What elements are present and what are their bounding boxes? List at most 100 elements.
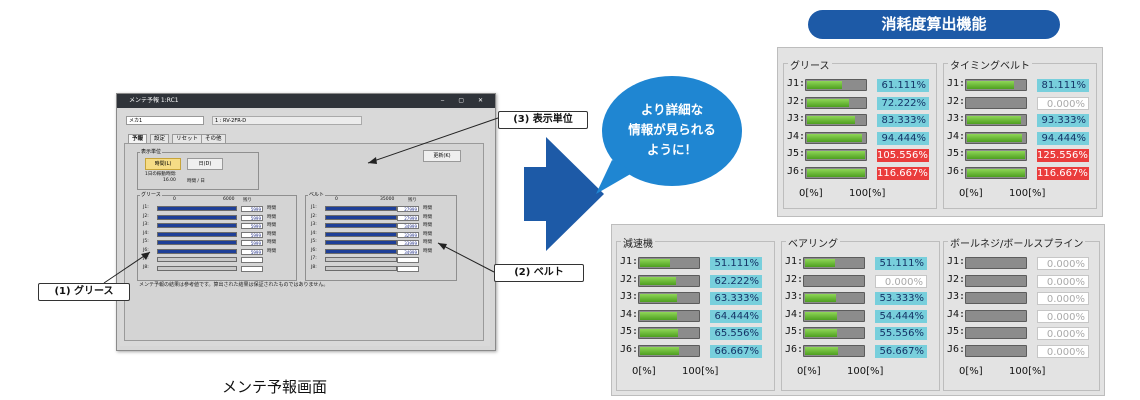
hour-unit: 時間	[267, 231, 276, 237]
joint-label: J2:	[620, 273, 639, 285]
hour-unit: 時間	[267, 248, 276, 254]
robot-name-field: 1 : RV-2FR-D	[212, 116, 362, 125]
panel-title: グリース	[788, 57, 832, 72]
axis-end-label: 100[%]	[1009, 366, 1046, 377]
grease-group-label: グリース	[140, 191, 162, 198]
remaining-value: 32999	[397, 231, 419, 238]
consumption-bar	[638, 344, 700, 357]
consumption-value: 83.333%	[877, 114, 929, 127]
belt-scale-min: 0	[335, 197, 338, 202]
hour-unit: 時間	[423, 231, 432, 237]
screen-caption: メンテ予報画面	[222, 378, 328, 396]
axis-start-label: 0[%]	[632, 366, 656, 377]
joint-label: J2:	[947, 95, 966, 107]
daily-hours-value[interactable]: 16.00	[163, 178, 176, 183]
consumption-value: 51.111%	[875, 257, 927, 270]
consumption-bar-fill	[640, 276, 677, 285]
remaining-value: 5999	[241, 206, 263, 212]
consumption-bar	[965, 344, 1027, 357]
consumption-bar	[805, 149, 867, 161]
tab-other[interactable]: その他	[201, 134, 226, 144]
joint-label: J4:	[620, 308, 639, 320]
joint-label: J4:	[947, 308, 966, 320]
consumption-value: 0.000%	[1037, 274, 1089, 288]
unit-hours-button[interactable]: 時間(L)	[145, 158, 181, 170]
remaining-bar	[325, 265, 397, 271]
consumption-bar	[638, 327, 700, 339]
joint-label: J3:	[785, 291, 804, 302]
remaining-value: 27999	[397, 214, 419, 221]
consumption-bar	[965, 149, 1027, 161]
belt-scale-max: 35000	[380, 197, 395, 202]
consumption-bar	[965, 114, 1027, 126]
speech-bubble-text: より詳細な 情報が見られる ように！	[601, 100, 743, 160]
joint-label: J6:	[785, 343, 804, 355]
unit-days-button[interactable]: 日(D)	[187, 158, 223, 170]
remaining-value	[241, 265, 263, 272]
row-joint-label: J8:	[311, 264, 317, 270]
remaining-value: 27999	[397, 206, 419, 212]
belt-remaining-label: 残り	[408, 198, 417, 203]
consumption-bar	[803, 274, 865, 287]
consumption-bar	[965, 309, 1027, 322]
row-joint-label: J3:	[143, 222, 149, 227]
panel-frame	[781, 241, 940, 391]
disclaimer-note: メンテ予報の結果は参考値です。算出された結果は保証されたものではありません。	[139, 282, 329, 288]
tab-settings[interactable]: 設定	[150, 134, 170, 144]
daily-hours-unit: 時間 / 日	[187, 179, 205, 184]
robot-select[interactable]: メカ1	[126, 116, 204, 125]
remaining-value	[397, 257, 419, 263]
row-joint-label: J6:	[311, 247, 317, 253]
forecast-tab-panel: 表示単位 時間(L) 日(D) 1日の稼動時間: 16.00 時間 / 日 更新…	[124, 143, 484, 341]
consumption-bar-fill	[807, 151, 865, 159]
row-joint-label: J5:	[311, 239, 317, 244]
consumption-bar	[805, 96, 867, 109]
row-joint-label: J5:	[143, 239, 149, 244]
feature-banner: 消耗度算出機能	[808, 10, 1060, 39]
consumption-bar-fill	[807, 81, 843, 89]
joint-label: J3:	[947, 113, 966, 124]
consumption-bar-fill	[640, 329, 679, 337]
joint-label: J3:	[947, 291, 966, 302]
remaining-bar	[157, 223, 237, 228]
tab-forecast[interactable]: 予報	[128, 134, 148, 144]
joint-label: J5:	[785, 326, 804, 337]
consumption-bar-fill	[805, 259, 835, 267]
remaining-bar	[157, 248, 237, 254]
consumption-bar-fill	[807, 133, 862, 142]
update-button[interactable]: 更新(K)	[423, 150, 461, 162]
remaining-bar	[325, 257, 397, 262]
consumption-value: 0.000%	[1037, 344, 1089, 358]
consumption-bar-fill	[967, 168, 1025, 177]
consumption-bar-fill	[967, 133, 1022, 142]
consumption-value: 65.556%	[710, 327, 762, 340]
joint-label: J5:	[620, 326, 639, 337]
window-controls[interactable]: ‒ ▢ ✕	[440, 97, 489, 104]
consumption-bar	[965, 327, 1027, 339]
callout-belt: (2) ベルト	[494, 264, 584, 282]
joint-label: J2:	[787, 95, 806, 107]
consumption-value: 0.000%	[1037, 292, 1089, 305]
remaining-value	[241, 257, 263, 263]
panel-frame	[616, 241, 775, 391]
panel-title: ボールネジ/ボールスプライン	[948, 235, 1086, 250]
consumption-value: 0.000%	[1037, 257, 1089, 270]
hour-unit: 時間	[267, 223, 276, 228]
consumption-bar-fill	[805, 329, 838, 337]
remaining-value: 34999	[397, 223, 419, 229]
hour-unit: 時間	[423, 214, 432, 220]
leader-grease-head	[141, 252, 150, 260]
grease-scale-max: 6000	[223, 197, 235, 202]
panel-title: 減速機	[621, 235, 655, 250]
remaining-bar	[325, 231, 397, 237]
joint-label: J3:	[787, 113, 806, 124]
speech-bubble-tail	[596, 160, 634, 194]
grease-scale-min: 0	[173, 197, 176, 202]
consumption-bar	[803, 309, 865, 322]
consumption-bar	[805, 131, 867, 144]
joint-label: J1:	[787, 78, 806, 89]
panel-title: ベアリング	[786, 235, 840, 250]
remaining-value: 5999	[241, 240, 263, 246]
row-joint-label: J4:	[311, 230, 317, 236]
remaining-value: 5999	[241, 231, 263, 238]
